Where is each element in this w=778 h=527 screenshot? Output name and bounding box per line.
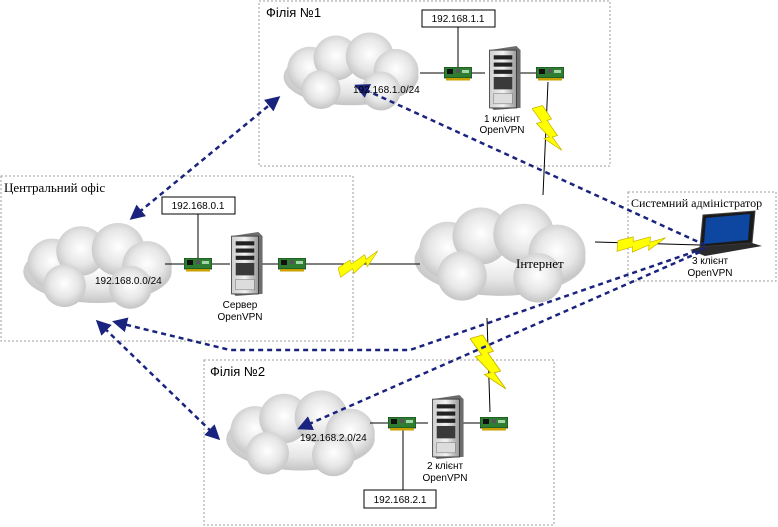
branch1-server-icon bbox=[489, 46, 521, 110]
branch1-host-label-line2: OpenVPN bbox=[479, 125, 524, 136]
branch1-inner-nic-icon bbox=[444, 67, 472, 81]
branch2-lightning-link-icon bbox=[470, 334, 506, 390]
branch1-cloud-icon bbox=[283, 32, 419, 111]
internet-cloud-icon bbox=[414, 203, 586, 303]
central-host-label-line1: Сервер bbox=[223, 300, 258, 311]
admin-title: Системний адміністратор bbox=[631, 196, 762, 210]
central-office-title: Центральний офіс bbox=[4, 180, 105, 195]
central-network-label: 192.168.0.0/24 bbox=[95, 276, 162, 287]
central-ip-label: 192.168.0.1 bbox=[172, 201, 225, 212]
central-server-icon bbox=[231, 232, 263, 296]
branch2-host-label-line2: OpenVPN bbox=[422, 473, 467, 484]
branch1-title: Філія №1 bbox=[266, 5, 321, 20]
admin-host-label-line2: OpenVPN bbox=[687, 268, 732, 279]
branch1-ip-label: 192.168.1.1 bbox=[432, 14, 485, 25]
central-inner-nic-icon bbox=[184, 258, 212, 272]
branch2-host-label-line1: 2 клієнт bbox=[427, 461, 464, 472]
branch1-outer-nic-icon bbox=[536, 67, 564, 81]
admin-host-label-line1: 3 клієнт bbox=[692, 256, 729, 267]
branch2-ip-label: 192.168.2.1 bbox=[374, 495, 427, 506]
branch2-outer-nic-icon bbox=[480, 417, 508, 431]
branch1-host-label-line1: 1 клієнт bbox=[484, 114, 521, 125]
branch2-ip-box bbox=[363, 489, 437, 509]
central-outer-nic-icon bbox=[278, 258, 306, 272]
branch1-lightning-link-icon bbox=[532, 104, 562, 152]
vpn-tunnels bbox=[95, 84, 706, 441]
central-cloud-icon bbox=[23, 222, 172, 309]
admin-site-box bbox=[627, 191, 777, 282]
branch1-ip-box bbox=[421, 9, 496, 28]
internet-label: Інтернет bbox=[516, 256, 564, 271]
branch2-server-icon bbox=[432, 395, 464, 459]
branch2-inner-nic-icon bbox=[388, 417, 416, 431]
wire-links bbox=[165, 27, 540, 490]
branch2-site-box bbox=[203, 359, 555, 526]
branch2-network-label: 192.168.2.0/24 bbox=[300, 433, 367, 444]
admin-laptop-icon bbox=[690, 210, 762, 256]
central-host-label-line2: OpenVPN bbox=[217, 312, 262, 323]
branch1-network-label: 192.168.1.0/24 bbox=[353, 85, 420, 96]
branch1-site-box bbox=[258, 0, 611, 167]
branch2-title: Філія №2 bbox=[210, 364, 265, 379]
